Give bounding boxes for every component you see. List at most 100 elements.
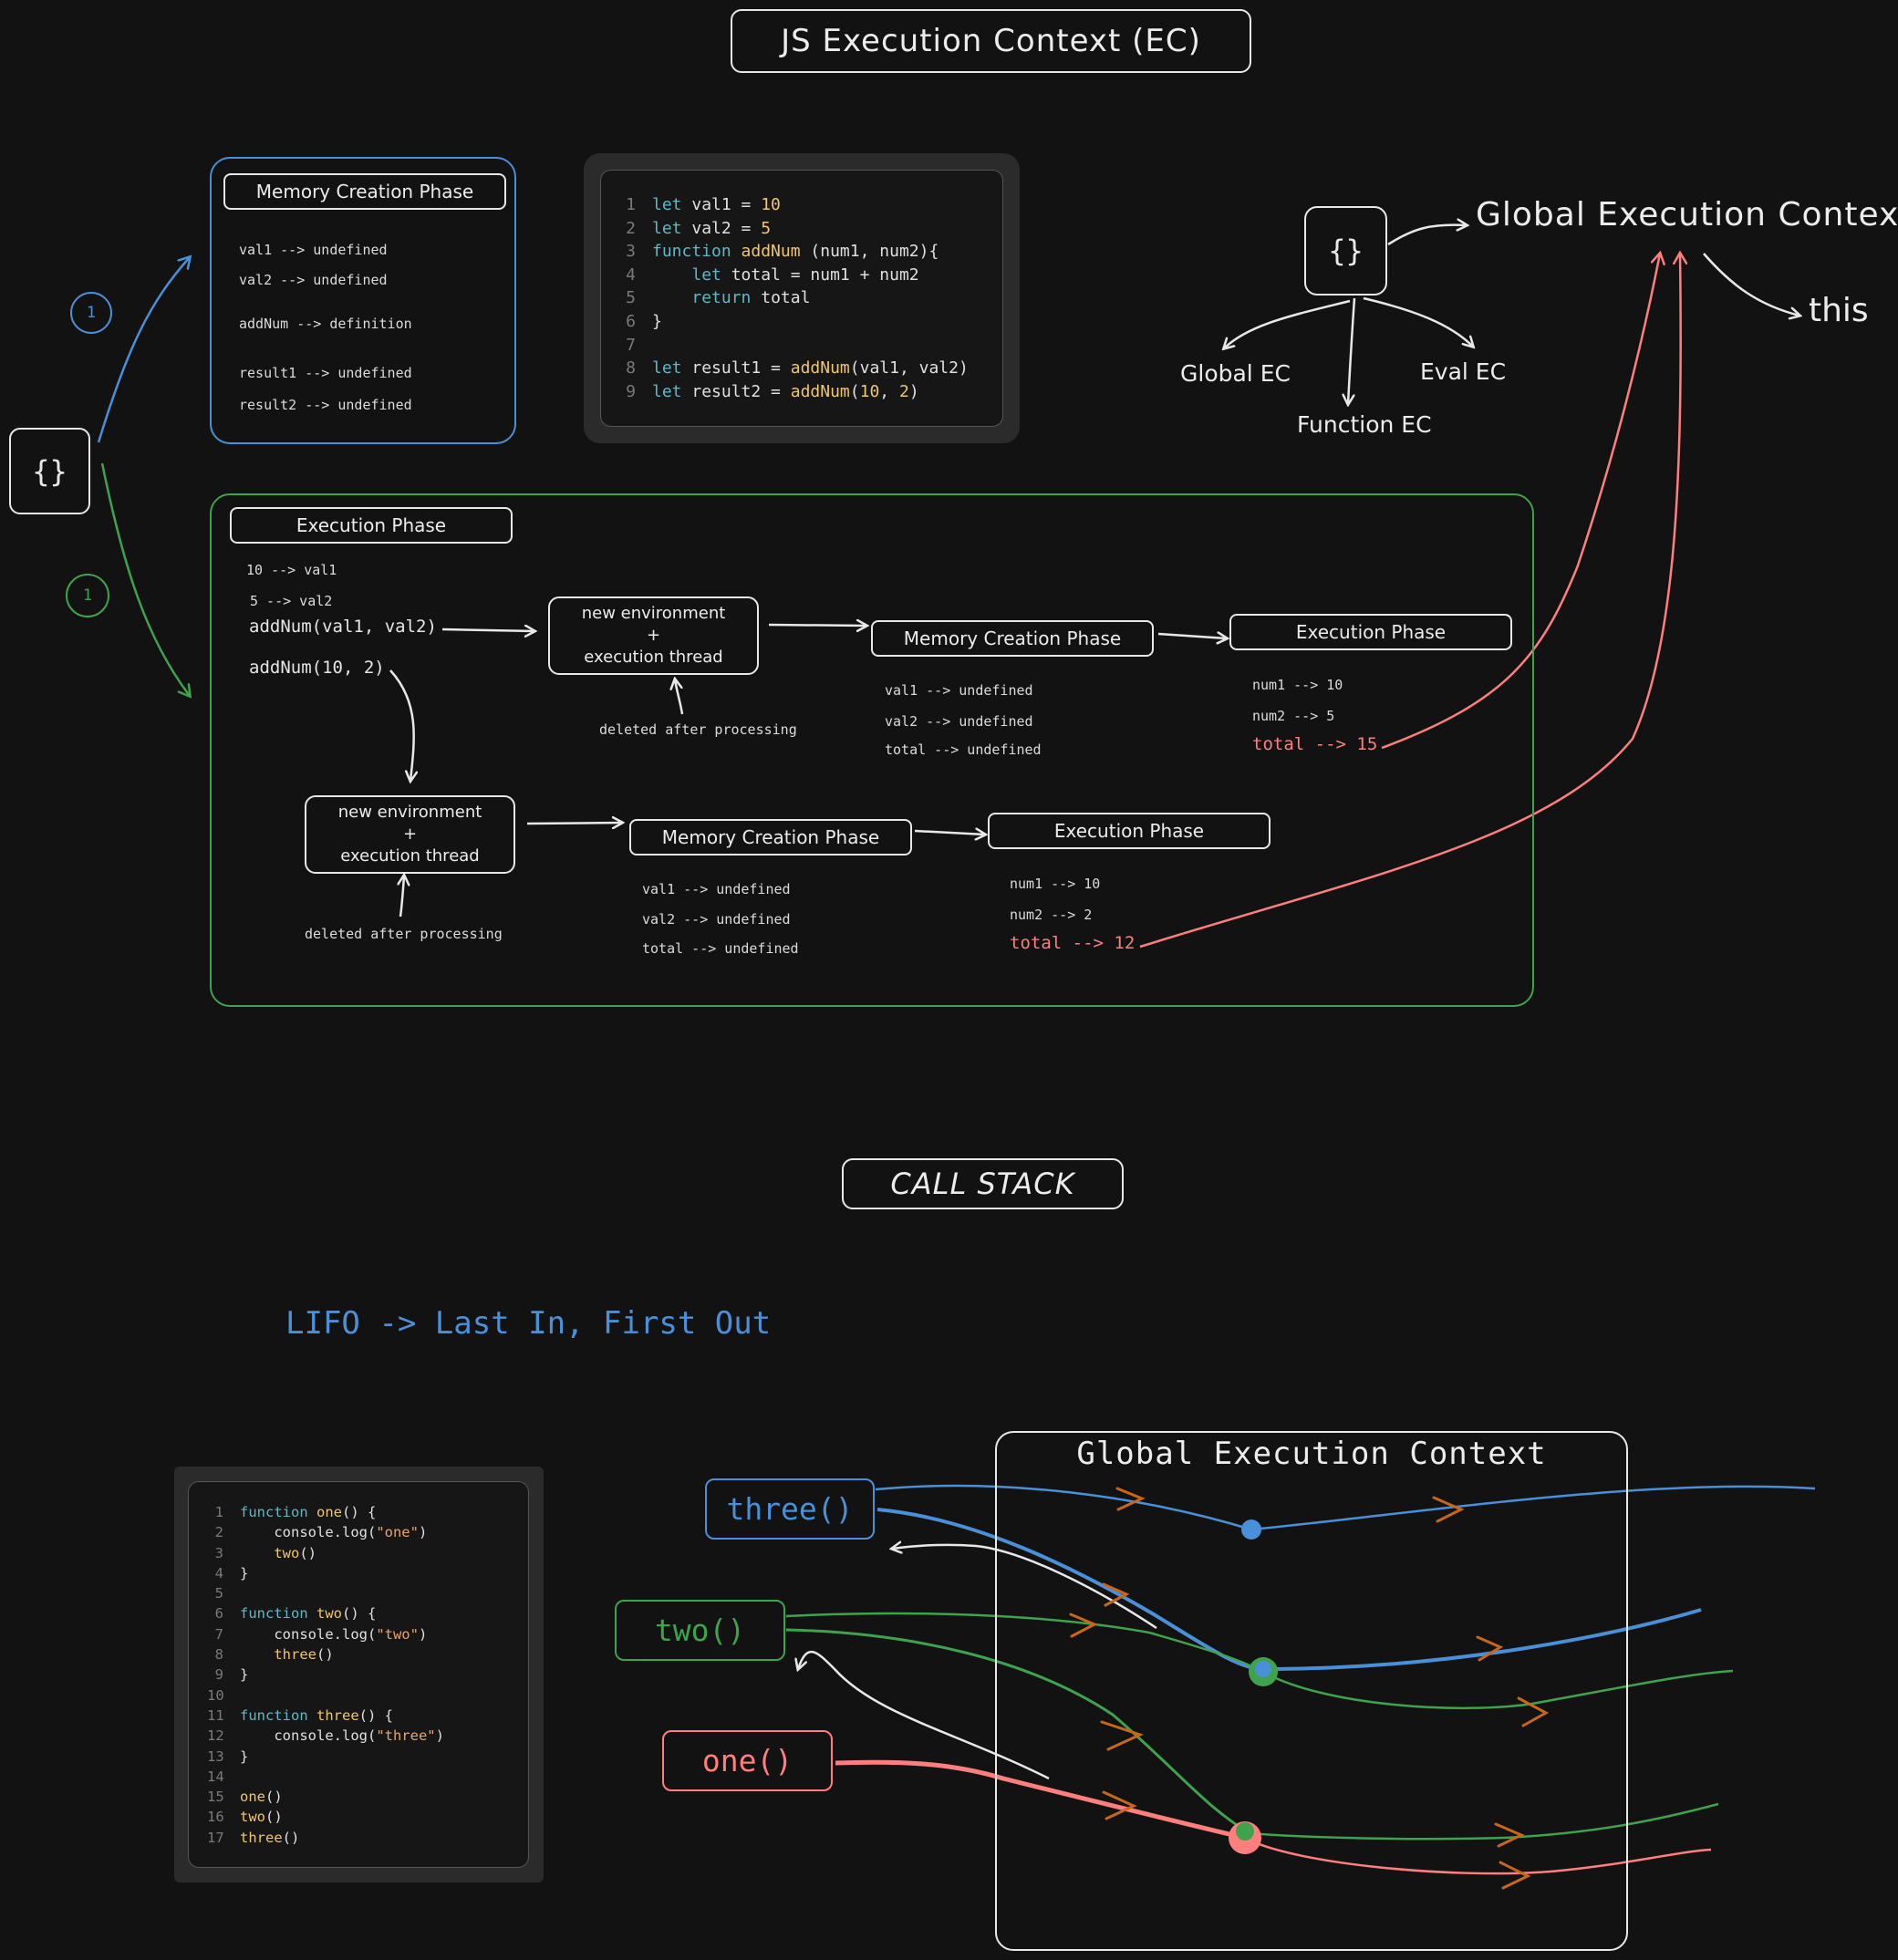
- code-line: 3 two(): [207, 1543, 444, 1563]
- line-number: 9: [214, 1666, 223, 1684]
- code-token: [308, 1504, 316, 1520]
- new-environment-box: new environment + execution thread: [305, 795, 515, 874]
- code-token: let: [691, 264, 721, 285]
- code-token: three: [274, 1646, 316, 1664]
- code-token: two: [316, 1605, 342, 1623]
- line-three-upper: [875, 1484, 1816, 1531]
- line-number: 3: [214, 1544, 223, 1561]
- code-token: "one": [376, 1524, 419, 1541]
- code-token: [652, 265, 691, 285]
- code-line: 5 return total: [623, 286, 969, 310]
- line-two-out: [1262, 1669, 1734, 1710]
- line-number: 9: [626, 381, 636, 401]
- code-token: 2: [898, 381, 909, 401]
- line-number: 11: [207, 1706, 224, 1724]
- code-token: val1 =: [681, 195, 762, 214]
- line-number: 1: [214, 1504, 223, 1520]
- code-token: [240, 1646, 274, 1663]
- line-one-out: [1244, 1836, 1712, 1875]
- code-token: (): [265, 1809, 283, 1826]
- call-addnum-literals: addNum(10, 2): [249, 658, 385, 678]
- code-token: [731, 242, 742, 261]
- code-token: "two": [376, 1625, 419, 1643]
- eval-ec-label: Eval EC: [1420, 358, 1507, 385]
- step-badge-execution: 1: [66, 574, 109, 617]
- code-token: [308, 1605, 316, 1622]
- lifo-text: LIFO -> Last In, First Out: [285, 1305, 772, 1342]
- arrow-to-function-ec: [1348, 297, 1356, 404]
- line-number: 6: [214, 1605, 223, 1623]
- code-token: () {: [358, 1706, 393, 1724]
- code-token: let: [652, 195, 682, 214]
- call1-memory-line: val2 --> undefined: [885, 713, 1033, 730]
- stack-frame-three: three(): [705, 1478, 875, 1540]
- this-label: this: [1809, 292, 1869, 329]
- dot-green-red: [1236, 1822, 1254, 1841]
- stack-frame-one: one(): [662, 1730, 833, 1791]
- code-token: val2 =: [681, 218, 762, 238]
- code-token: () {: [342, 1504, 377, 1520]
- code-token: one: [316, 1504, 342, 1520]
- exec-line: 5 --> val2: [250, 593, 333, 609]
- env-plus: +: [402, 824, 418, 844]
- code-token: (): [299, 1544, 316, 1561]
- code-token: [240, 1545, 274, 1561]
- code-token: total: [751, 288, 811, 308]
- line-number: 16: [207, 1809, 224, 1826]
- deleted-note: deleted after processing: [599, 721, 797, 738]
- code-line: 4}: [207, 1563, 444, 1583]
- code-token: "three": [376, 1727, 436, 1745]
- code-token: addNum: [741, 242, 801, 262]
- step-badge-memory: 1: [70, 292, 112, 334]
- call1-exec-line: num1 --> 10: [1252, 677, 1343, 693]
- arrow-memory2-to-exec: [914, 831, 985, 835]
- arrow-to-eval-ec: [1363, 296, 1473, 347]
- arrow-memory1-to-exec: [1157, 634, 1227, 638]
- braces-icon: {}: [9, 428, 90, 514]
- code-token: result2 =: [681, 381, 791, 401]
- line-number: 5: [626, 288, 636, 308]
- gec-label: Global Execution Context: [1476, 196, 1898, 233]
- arrow-total12-return: [1139, 254, 1681, 949]
- code-token: 5: [761, 218, 772, 238]
- line-number: 4: [214, 1564, 223, 1581]
- line-number: 8: [214, 1646, 223, 1664]
- call1-exec-line: num2 --> 5: [1252, 708, 1335, 724]
- line-two-lower: [785, 1628, 1250, 1835]
- arrow-to-gec-label: [1387, 225, 1467, 246]
- code-token: [652, 288, 691, 307]
- env-line1: new environment: [581, 604, 726, 623]
- code-token: function: [652, 242, 731, 262]
- line-number: 2: [626, 218, 636, 238]
- code-line: 9}: [207, 1664, 444, 1685]
- code-token: result1 =: [681, 358, 791, 379]
- return-arrow-two: [798, 1650, 1050, 1780]
- line-number: 17: [207, 1829, 224, 1846]
- code-line: 4 let total = num1 + num2: [623, 264, 969, 287]
- dot-blue: [1241, 1519, 1261, 1540]
- line-number: 10: [207, 1686, 224, 1704]
- call2-result: total --> 12: [1010, 933, 1136, 953]
- call2-exec-line: num1 --> 10: [1010, 876, 1101, 892]
- global-ec-label: Global EC: [1180, 360, 1291, 387]
- line-one: [835, 1759, 1246, 1841]
- call1-memory-line: val1 --> undefined: [885, 682, 1033, 699]
- execution-phase-panel: [210, 493, 1534, 1007]
- code-token: (): [282, 1829, 300, 1846]
- exec-line: 10 --> val1: [246, 562, 337, 578]
- code-line: 12 console.log("three"): [207, 1726, 444, 1746]
- code-token: three: [240, 1829, 283, 1846]
- direction-chevrons: [1069, 1487, 1550, 1890]
- code-token: function: [240, 1605, 308, 1623]
- code-token: (val1, val2): [849, 358, 969, 379]
- new-environment-box: new environment + execution thread: [548, 596, 759, 675]
- line-number: 3: [626, 242, 636, 262]
- arrow-env2-to-memory: [526, 823, 622, 824]
- arrow-deleted2: [400, 876, 404, 918]
- line-number: 15: [207, 1789, 224, 1806]
